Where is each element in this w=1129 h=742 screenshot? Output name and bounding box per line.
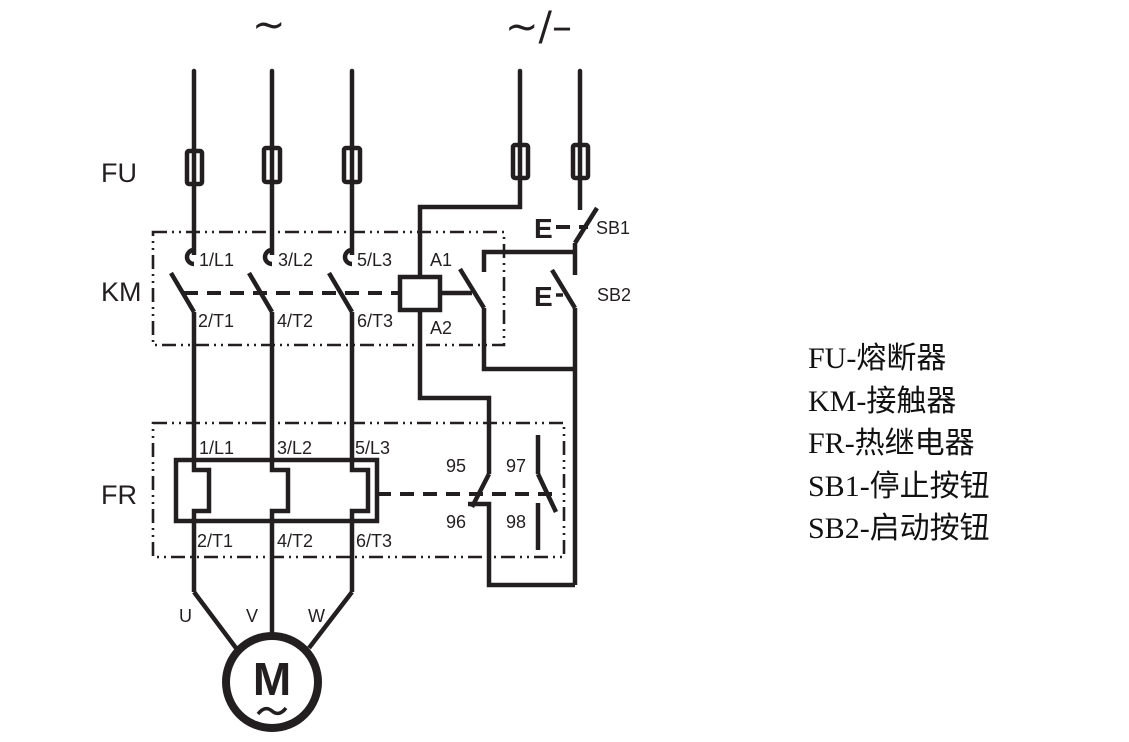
three-phase-ac-symbol: ~ [252,2,286,48]
km-terminal-1l1: 1/L1 [199,250,234,270]
fr-terminal-1l1: 1/L1 [199,438,234,458]
km-terminal-6t3: 6/T3 [357,311,393,331]
contact-hook-l3 [342,247,353,267]
fr-terminal-98: 98 [506,512,526,532]
motor-ac-icon [256,706,288,716]
sb2-label: SB2 [597,285,631,305]
sb1-stop-button: E SB1 [534,213,630,244]
fuse-l1 [184,148,205,187]
phase-line-l2 [247,68,275,635]
holding-branch-top [481,249,578,275]
km-terminal-3l2: 3/L2 [278,250,313,270]
contact-hook-l2 [262,247,273,267]
phase-line-l3 [307,68,355,650]
motor-phase-u: U [179,606,192,626]
legend-item-km: KM-接触器 [808,384,957,418]
component-legend: FU-熔断器 KM-接触器 FR-热继电器 SB1-停止按钮 SB2-启动按钮 [808,338,990,551]
fr-terminal-4t2: 4/T2 [277,531,313,551]
fr-terminal-3l2: 3/L2 [277,438,312,458]
km-terminal-5l3: 5/L3 [357,250,392,270]
motor: M [222,632,322,732]
coil-a2-label: A2 [430,318,452,338]
fr-nc-contact [468,472,575,588]
km-contactor-enclosure [151,230,506,347]
fu-label: FU [101,158,137,188]
legend-item-sb2: SB2-启动按钮 [808,512,990,545]
sb2-start-button: E SB2 [534,268,631,585]
fr-terminal-96: 96 [446,512,466,532]
legend-item-fr: FR-热继电器 [808,427,975,460]
control-line-2 [570,68,599,250]
motor-phase-w: W [308,606,325,626]
km-terminal-2t1: 2/T1 [198,311,234,331]
km-aux-contact [458,267,486,310]
coil-a1-label: A1 [430,250,452,270]
motor-phase-v: V [246,606,258,626]
fr-terminal-5l3: 5/L3 [355,438,390,458]
sb1-actuator-icon: E [534,213,553,244]
km-label: KM [101,277,142,307]
fr-terminal-6t3: 6/T3 [356,531,392,551]
fuse-l2 [261,145,283,185]
km-coil: A1 A2 [397,250,472,338]
control-supply-symbol: ~/– [505,4,572,50]
legend-item-sb1: SB1-停止按钮 [808,469,990,503]
fr-terminal-2t1: 2/T1 [197,531,233,551]
km-terminal-4t2: 4/T2 [277,311,313,331]
sb1-label: SB1 [596,218,630,238]
phase-line-l1 [169,68,238,650]
contact-hook-l1 [184,247,195,267]
fr-label: FR [101,480,137,510]
holding-branch-bottom [481,308,575,372]
control-line-1 [417,68,531,474]
motor-symbol: M [253,653,291,705]
fr-heating-elements [173,457,380,524]
sb2-actuator-icon: E [534,281,553,312]
fuse-l3 [341,145,363,185]
fr-terminal-97: 97 [506,456,526,476]
fr-thermal-relay-enclosure [151,421,566,559]
fr-no-contact [535,435,559,550]
fr-terminal-95: 95 [446,456,466,476]
legend-item-fu: FU-熔断器 [808,342,947,375]
